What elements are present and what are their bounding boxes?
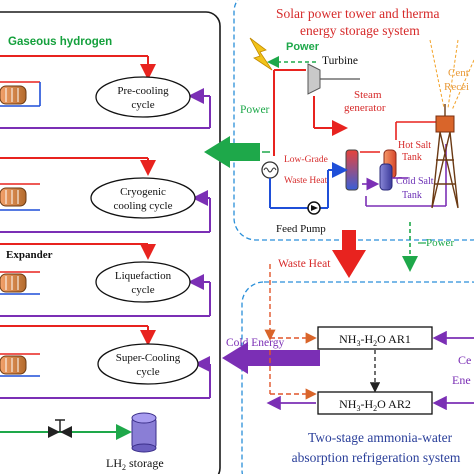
pre-cooling-line1: Pre-cooling (117, 85, 169, 97)
liquefaction-cycle-node (95, 261, 191, 303)
steam-generator-line1: Steam (354, 89, 382, 101)
sun-rays-icon (429, 39, 474, 111)
lh2-storage-label: LH2 storage (106, 456, 164, 472)
steam-generator-line2: generator (344, 102, 386, 114)
refrigeration-title-line2: absorption refrigeration system (292, 450, 461, 465)
hot-salt-line2: Tank (402, 152, 422, 163)
gaseous-hydrogen-label: Gaseous hydrogen (8, 36, 112, 48)
heat-exchanger-1 (0, 85, 27, 105)
ar1-box (317, 326, 433, 350)
refrigeration-panel-border (241, 281, 474, 474)
cycle-block-1 (0, 55, 211, 129)
liquefaction-line1: Liquefaction (115, 270, 172, 282)
heat-exchanger-3 (0, 273, 27, 293)
power-arrow-left (204, 136, 260, 168)
refrigeration-title-line1: Two-stage ammonia-water (308, 430, 453, 445)
cycle-block-4 (0, 325, 211, 399)
expander-label: Expander (6, 249, 53, 261)
lightning-icon (249, 37, 273, 71)
right-cold-energy-line2: Ene (452, 373, 471, 387)
ar2-label: NH3-H2O AR2 (339, 397, 411, 413)
condenser-icon (261, 161, 279, 179)
right-cold-energy-line1: Ce (458, 353, 471, 367)
cryogenic-cycle-node (90, 177, 196, 219)
low-grade-line1: Low-Grade (284, 155, 328, 165)
pre-cooling-cycle-node (95, 76, 191, 118)
steam-generator-icon (345, 149, 359, 191)
power-bottom-label: Power (426, 237, 454, 249)
liquefaction-line2: cycle (131, 284, 154, 296)
super-cooling-line2: cycle (136, 366, 159, 378)
cycle-block-3 (0, 243, 211, 317)
power-top-label: Power (286, 41, 320, 53)
solar-tower-icon (431, 104, 459, 209)
cryogenic-line2: cooling cycle (114, 200, 173, 212)
waste-heat-arrow (332, 230, 366, 278)
expansion-valve-icon (48, 419, 72, 438)
waste-heat-label: Waste Heat (278, 258, 331, 270)
heat-exchanger-2 (0, 187, 27, 207)
solar-panel-border (233, 0, 474, 241)
super-cooling-line1: Super-Cooling (116, 352, 181, 364)
power-arrow-down (402, 222, 418, 272)
solar-title-line2: energy storage system (300, 23, 420, 38)
central-receiver-line1: Cent (448, 67, 469, 79)
central-receiver-line2: Recei (444, 81, 469, 93)
cryogenic-line1: Cryogenic (120, 186, 166, 198)
cold-energy-label: Cold Energy (226, 337, 284, 349)
cold-energy-arrow (222, 342, 320, 374)
heat-exchanger-4 (0, 355, 27, 375)
hot-salt-line1: Hot Salt (398, 140, 431, 151)
solar-title-line1: Solar power tower and therma (276, 6, 439, 21)
cold-salt-tank-icon (379, 163, 393, 191)
pre-cooling-line2: cycle (131, 99, 154, 111)
lh2-storage-tank-icon (131, 412, 157, 453)
cold-salt-line1: Cold Salt (396, 176, 434, 187)
power-left-label: Power (240, 104, 270, 116)
feed-pump-label: Feed Pump (276, 223, 326, 235)
cycle-block-2 (0, 157, 211, 233)
turbine-label: Turbine (322, 55, 358, 67)
low-grade-line2: Waste Heat (284, 176, 328, 186)
turbine-icon (307, 63, 360, 95)
super-cooling-cycle-node (97, 343, 199, 385)
feed-pump-icon (307, 201, 321, 215)
left-panel-border (0, 11, 221, 474)
cold-salt-line2: Tank (402, 190, 422, 201)
ar1-label: NH3-H2O AR1 (339, 332, 411, 348)
